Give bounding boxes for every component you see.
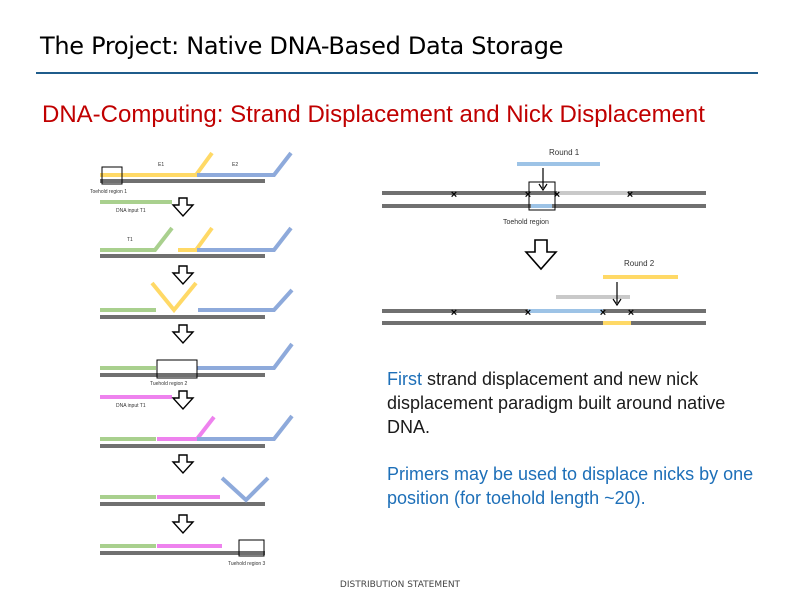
arrow-down-1-icon xyxy=(171,197,195,218)
step-4: Tuehold region 2 DNA input T1 xyxy=(100,342,294,409)
step-5 xyxy=(100,414,294,448)
step-1: E1 E2 Toehold region 1 DNA input T1 xyxy=(90,151,293,214)
nick-mark: × xyxy=(628,307,634,319)
arrow-down-2-icon xyxy=(171,265,195,286)
nick-mark: × xyxy=(451,189,457,201)
label-round-2: Round 2 xyxy=(624,259,655,268)
toehold-box xyxy=(528,181,556,211)
toehold-box-1 xyxy=(101,166,123,185)
slide-title: The Project: Native DNA-Based Data Stora… xyxy=(40,32,564,60)
step-2: T1 xyxy=(100,226,293,258)
label-toehold-3: Tuehold region 3 xyxy=(228,561,266,567)
nick-mark: × xyxy=(525,307,531,319)
right-diagram: Round 1 × × × × Toehold region Round 2 ×… xyxy=(382,148,706,325)
label-input-t1-b: DNA input T1 xyxy=(116,403,146,409)
arrow-down-6-icon xyxy=(171,514,195,535)
left-diagram: E1 E2 Toehold region 1 DNA input T1 T1 xyxy=(90,151,294,567)
label-toehold-1: Toehold region 1 xyxy=(90,189,127,195)
label-toehold-2: Tuehold region 2 xyxy=(150,381,188,387)
highlight-first: First xyxy=(387,369,422,389)
label-toehold-region: Toehold region xyxy=(503,219,549,226)
nick-mark: × xyxy=(525,189,531,201)
strand-e2 xyxy=(197,151,293,177)
nick-mark: × xyxy=(627,189,633,201)
nick-mark: × xyxy=(554,189,560,201)
label-e1: E1 xyxy=(158,162,164,168)
arrow-down-4-icon xyxy=(171,390,195,411)
toehold-box-3 xyxy=(238,539,265,557)
nick-mark: × xyxy=(451,307,457,319)
nick-mark: × xyxy=(600,307,606,319)
step-6 xyxy=(100,476,270,506)
distribution-statement: DISTRIBUTION STATEMENT xyxy=(339,580,461,590)
strand-e1 xyxy=(100,151,214,177)
toehold-box-2 xyxy=(156,359,198,379)
arrow-down-5-icon xyxy=(171,454,195,475)
label-round-1: Round 1 xyxy=(549,148,580,157)
label-e2: E2 xyxy=(232,162,238,168)
description-paragraph-1: First strand displacement and new nick d… xyxy=(387,367,767,439)
label-t1: T1 xyxy=(127,237,133,243)
paragraph-1-rest: strand displacement and new nick displac… xyxy=(387,369,726,437)
description-paragraph-2: Primers may be used to displace nicks by… xyxy=(387,464,754,508)
step-7: Tuehold region 3 xyxy=(100,539,266,567)
step-3 xyxy=(100,281,294,319)
label-input-t1-a: DNA input T1 xyxy=(116,208,146,214)
strand-t1 xyxy=(118,226,174,252)
slide-subtitle: DNA-Computing: Strand Displacement and N… xyxy=(42,101,705,128)
arrow-down-3-icon xyxy=(171,324,195,345)
arrow-down-right-icon xyxy=(524,239,558,271)
title-divider xyxy=(36,72,758,74)
